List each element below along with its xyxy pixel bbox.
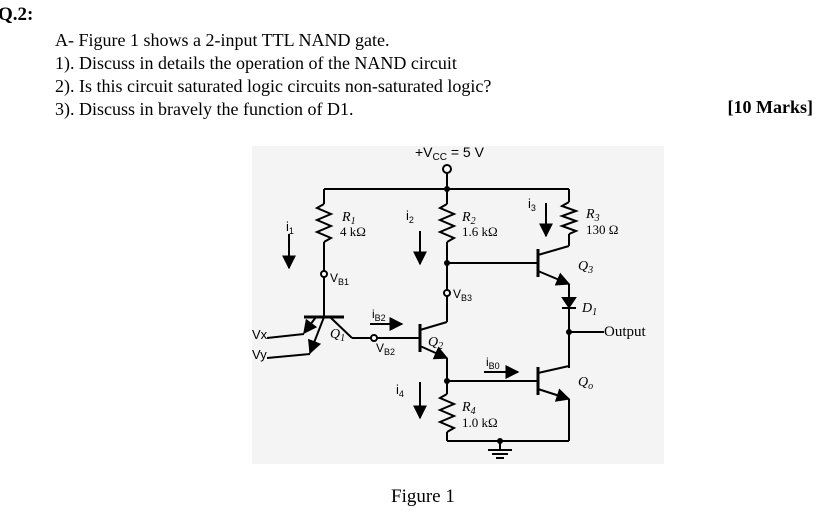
i1-label: i1 [286, 219, 294, 236]
r2-value: 1.6 kΩ [462, 224, 498, 239]
d1-label: D1 [581, 301, 597, 318]
circuit-figure: +VCC = 5 V R1 4 kΩ R2 1.6 kΩ R3 130 Ω R4… [252, 146, 664, 464]
question-number: Q.2: [0, 4, 34, 25]
vb2-label: VB2 [376, 341, 395, 357]
diode-d1 [561, 297, 577, 309]
ttl-nand-schematic: +VCC = 5 V R1 4 kΩ R2 1.6 kΩ R3 130 Ω R4… [252, 146, 647, 459]
r1-value: 4 kΩ [340, 224, 366, 239]
question-item-1: 1). Discuss in details the operation of … [55, 53, 457, 73]
vb2-node [370, 334, 378, 342]
figure-caption: Figure 1 [391, 486, 455, 507]
junction-dots [444, 186, 572, 444]
output-label: Output [604, 324, 647, 340]
vcc-terminal [442, 164, 452, 174]
ib2-label: iB2 [372, 307, 386, 323]
qo-label: Qo [578, 375, 593, 392]
r3-value: 130 Ω [586, 222, 618, 237]
vy-label: Vy [252, 347, 267, 362]
vx-label: Vx [252, 327, 268, 342]
circuit-wires [266, 164, 604, 459]
marks-label: [10 Marks] [727, 97, 813, 117]
q2-label: Q2 [428, 335, 443, 352]
part-a-statement: A- Figure 1 shows a 2-input TTL NAND gat… [55, 30, 390, 50]
r4-label: R4 [461, 400, 476, 417]
vcc-label: +VCC = 5 V [415, 146, 485, 163]
resistor-r4 [437, 393, 457, 433]
q1-label: Q1 [330, 327, 345, 344]
r3-label: R3 [585, 207, 600, 224]
question-item-3: 3). Discuss in bravely the function of D… [55, 99, 354, 119]
q3-label: Q3 [578, 259, 593, 276]
question-item-2: 2). Is this circuit saturated logic circ… [55, 76, 492, 96]
i2-label: i2 [406, 208, 414, 225]
vb3-node [443, 289, 451, 297]
resistor-r3 [559, 201, 579, 235]
i3-label: i3 [528, 196, 536, 213]
resistor-r2 [437, 203, 457, 243]
vb3-label: VB3 [453, 287, 472, 303]
r2-label: R2 [461, 210, 476, 227]
ib0-label: iB0 [486, 355, 500, 371]
i4-label: i4 [396, 382, 404, 399]
r1-label: R1 [341, 210, 356, 227]
r4-value: 1.0 kΩ [462, 415, 498, 430]
resistor-r1 [314, 203, 334, 243]
vb1-label: VB1 [330, 271, 349, 287]
vb1-node [320, 270, 328, 278]
